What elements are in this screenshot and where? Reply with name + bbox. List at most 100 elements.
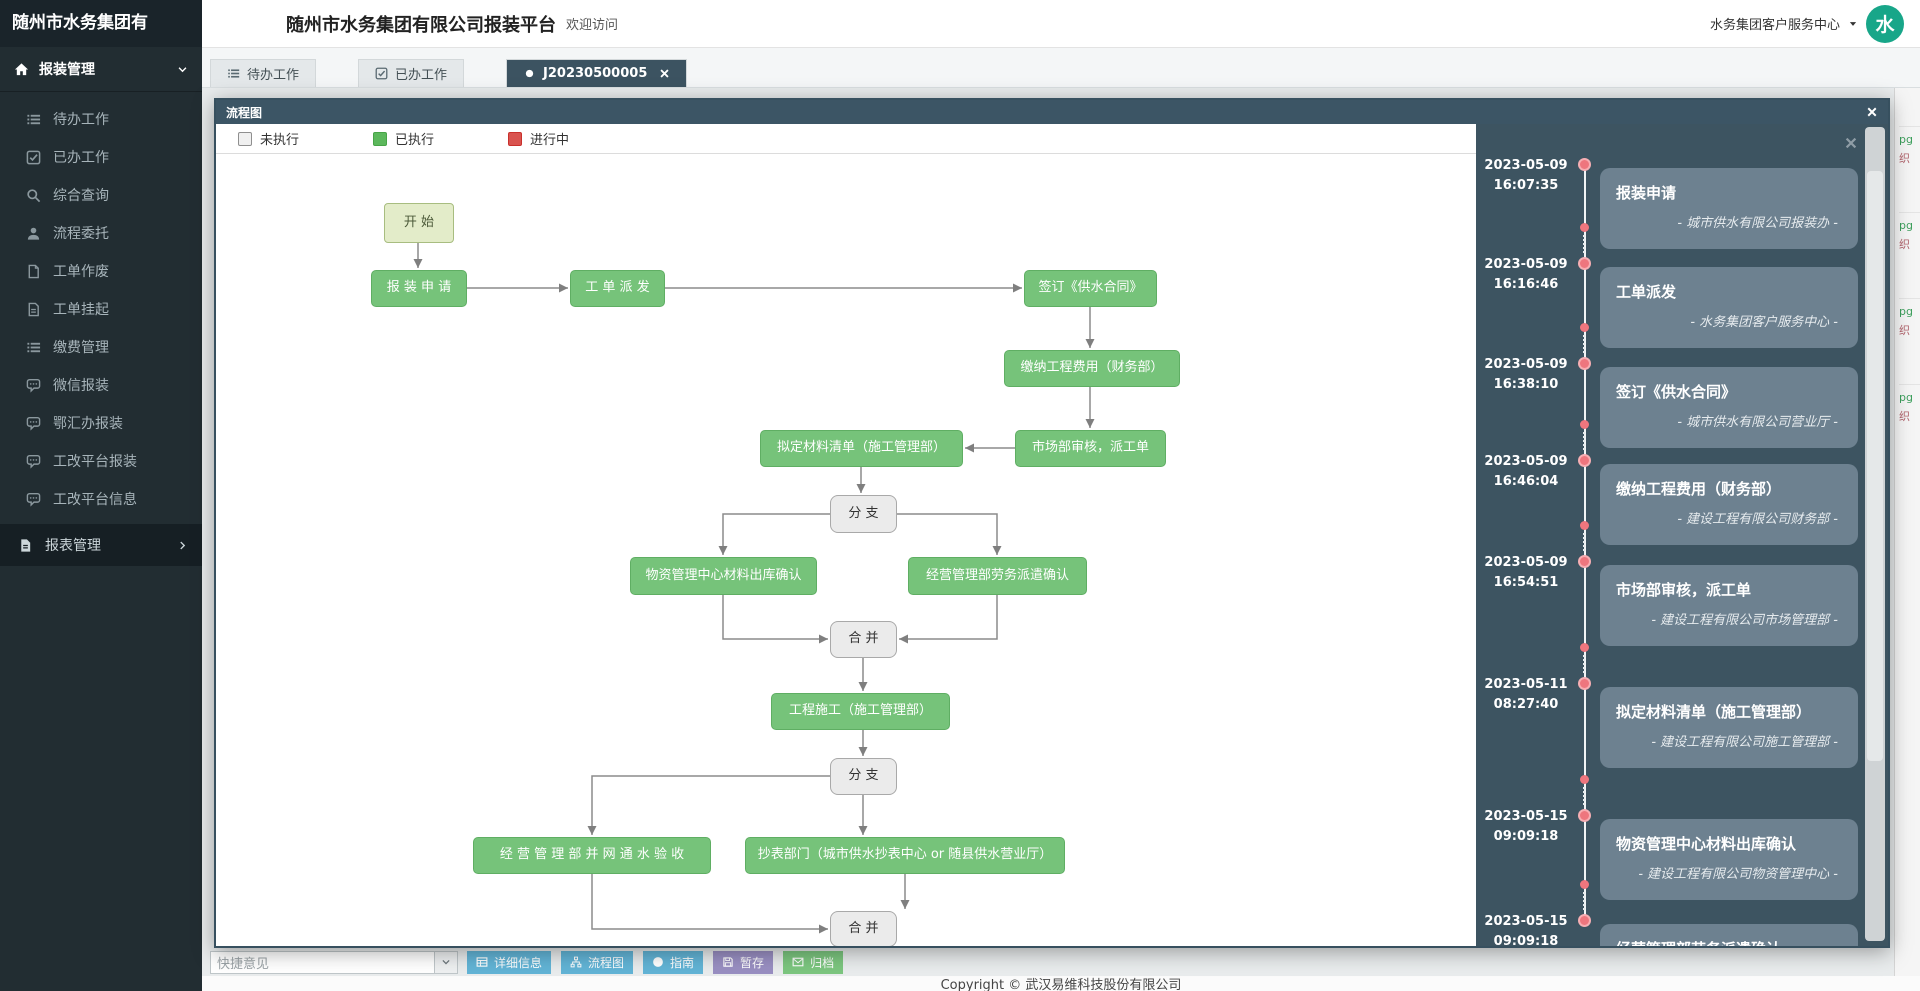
caret-down-icon <box>1848 19 1858 29</box>
legend-item: 未执行 <box>238 129 299 148</box>
timeline-timestamp: 2023-05-11 08:27:40 <box>1476 675 1576 715</box>
legend-label: 进行中 <box>530 133 570 148</box>
timeline-card-department: - 城市供水有限公司报装办 - <box>1677 216 1838 231</box>
home-icon <box>14 62 29 77</box>
timeline-separator-dot <box>1580 643 1589 652</box>
save-draft-button[interactable]: 暂存 <box>713 950 774 974</box>
scrollbar-thumb[interactable] <box>1867 171 1883 761</box>
legend-swatch[interactable] <box>373 131 388 146</box>
flow-edge <box>718 513 830 555</box>
flow-node-market-review: 市场部审核，派工单 <box>1015 430 1166 467</box>
sidebar-item-void[interactable]: 工单作废 <box>0 252 202 290</box>
timeline-dot <box>1578 454 1591 467</box>
select-arrow[interactable] <box>434 951 457 973</box>
timeline-timestamp: 2023-05-09 16:16:46 <box>1476 255 1576 295</box>
welcome-text: 欢迎访问 <box>566 18 619 33</box>
flow-chart-button[interactable]: 流程图 <box>561 950 634 974</box>
tab-todo[interactable]: 待办工作 <box>210 59 317 87</box>
sidebar-item-query[interactable]: 综合查询 <box>0 176 202 214</box>
timeline-panel: 2023-05-09 16:07:35 报装申请 - 城市供水有限公司报装办 - <box>1476 124 1888 946</box>
sidebar-item-gongai-info[interactable]: 工改平台信息 <box>0 480 202 518</box>
timeline-timestamp: 2023-05-09 16:46:04 <box>1476 452 1576 492</box>
guide-button[interactable]: 指南 <box>643 950 704 974</box>
flow-node-apply: 报 装 申 请 <box>371 270 467 307</box>
flow-node-merge-2: 合 并 <box>830 911 897 946</box>
timeline-separator-dot <box>1580 223 1589 232</box>
sidebar-item-label: 鄂汇办报装 <box>53 416 123 432</box>
comment-icon <box>26 416 41 431</box>
timeline-dotted-segment <box>1583 655 1585 673</box>
button-label: 归档 <box>810 955 835 970</box>
timeline-separator-dot <box>1580 420 1589 429</box>
timeline-time: 09:09:18 <box>1493 934 1559 946</box>
flow-node-branch-1: 分 支 <box>830 495 897 533</box>
timeline-dot <box>1578 677 1591 690</box>
button-label: 流程图 <box>588 955 625 970</box>
flow-node-contract: 签订《供水合同》 <box>1024 270 1157 307</box>
tab-label: 已办工作 <box>395 68 448 83</box>
timeline-card: 拟定材料清单（施工管理部） - 建设工程有限公司施工管理部 - <box>1600 687 1858 769</box>
flow-edge <box>899 595 998 644</box>
close-icon[interactable] <box>1844 136 1858 150</box>
modal-header[interactable]: 流程图 <box>216 100 1888 124</box>
timeline-card-department: - 建设工程有限公司施工管理部 - <box>1651 735 1838 750</box>
flow-node-warehouse: 物资管理中心材料出库确认 <box>630 557 817 595</box>
tab-workorder[interactable]: J20230500005 <box>506 59 688 87</box>
flow-canvas: 开 始报 装 申 请工 单 派 发签订《供水合同》缴纳工程费用（财务部）拟定材料… <box>216 155 1478 946</box>
dot-icon <box>523 67 536 80</box>
sidebar-item-done[interactable]: 已办工作 <box>0 138 202 176</box>
comment-icon <box>26 378 41 393</box>
flow-node-branch-2: 分 支 <box>830 758 897 795</box>
timeline-card: 缴纳工程费用（财务部） - 建设工程有限公司财务部 - <box>1600 464 1858 546</box>
timeline-dotted-segment <box>1583 432 1585 450</box>
comment-icon <box>26 492 41 507</box>
sidebar-section-baozhuang[interactable]: 报装管理 <box>0 47 202 92</box>
legend-item: 进行中 <box>508 129 569 148</box>
timeline-card-title: 签订《供水合同》 <box>1616 383 1737 401</box>
sidebar-item-ehuiban[interactable]: 鄂汇办报装 <box>0 404 202 442</box>
sidebar-item-gongai-apply[interactable]: 工改平台报装 <box>0 442 202 480</box>
user-menu[interactable]: 水务集团客户服务中心 水 <box>1709 4 1904 43</box>
comment-icon <box>26 454 41 469</box>
timeline-dot <box>1578 555 1591 568</box>
timeline-dotted-segment <box>1583 335 1585 353</box>
tab-label: 待办工作 <box>247 68 300 83</box>
sidebar-item-delegate[interactable]: 流程委托 <box>0 214 202 252</box>
timeline-card-title: 拟定材料清单（施工管理部） <box>1616 703 1812 721</box>
detail-info-button[interactable]: 详细信息 <box>467 950 552 974</box>
timeline-scrollbar[interactable] <box>1865 127 1885 941</box>
tab-label: J20230500005 <box>543 66 648 81</box>
quick-opinion-select[interactable]: 快捷意见 <box>210 950 458 974</box>
timeline-line <box>1584 164 1586 922</box>
avatar[interactable]: 水 <box>1866 4 1904 43</box>
timeline-time: 16:54:51 <box>1493 575 1559 591</box>
sidebar-item-todo[interactable]: 待办工作 <box>0 100 202 138</box>
sidebar-item-label: 待办工作 <box>53 112 109 128</box>
flow-node-start: 开 始 <box>384 203 454 243</box>
timeline-date: 2023-05-09 <box>1484 257 1568 272</box>
timeline-time: 09:09:18 <box>1493 829 1559 845</box>
legend-swatch[interactable] <box>238 131 252 146</box>
sidebar-item-suspend[interactable]: 工单挂起 <box>0 290 202 328</box>
archive-button[interactable]: 归档 <box>783 950 844 974</box>
timeline-card: 工单派发 - 水务集团客户服务中心 - <box>1600 267 1858 349</box>
tab-done[interactable]: 已办工作 <box>358 59 465 87</box>
timeline-dotted-segment <box>1583 533 1585 551</box>
close-icon[interactable] <box>1866 106 1878 118</box>
attachment-fragment: pg 织 <box>1899 126 1920 171</box>
sidebar-item-wechat[interactable]: 微信报装 <box>0 366 202 404</box>
search-icon <box>26 188 41 203</box>
sidebar-item-report[interactable]: 报表管理 <box>0 524 202 566</box>
close-icon[interactable] <box>659 68 670 79</box>
timeline-card: 物资管理中心材料出库确认 - 建设工程有限公司物资管理中心 - <box>1600 819 1858 901</box>
timeline-date: 2023-05-11 <box>1484 677 1568 692</box>
timeline-card: 经营管理部劳务派遣确认 <box>1600 924 1858 946</box>
timeline-card: 签订《供水合同》 - 城市供水有限公司营业厅 - <box>1600 367 1858 449</box>
legend-swatch[interactable] <box>508 131 523 146</box>
topbar: 随州市水务集团有限公司报装平台 欢迎访问 水务集团客户服务中心 水 <box>202 0 1920 48</box>
sidebar-item-payment[interactable]: 缴费管理 <box>0 328 202 366</box>
user-name[interactable]: 水务集团客户服务中心 <box>1709 18 1840 33</box>
flow-node-acceptance: 经 营 管 理 部 并 网 通 水 验 收 <box>473 837 711 874</box>
timeline-card-title: 工单派发 <box>1616 283 1677 301</box>
timeline-card-department: - 建设工程有限公司物资管理中心 - <box>1638 867 1838 882</box>
